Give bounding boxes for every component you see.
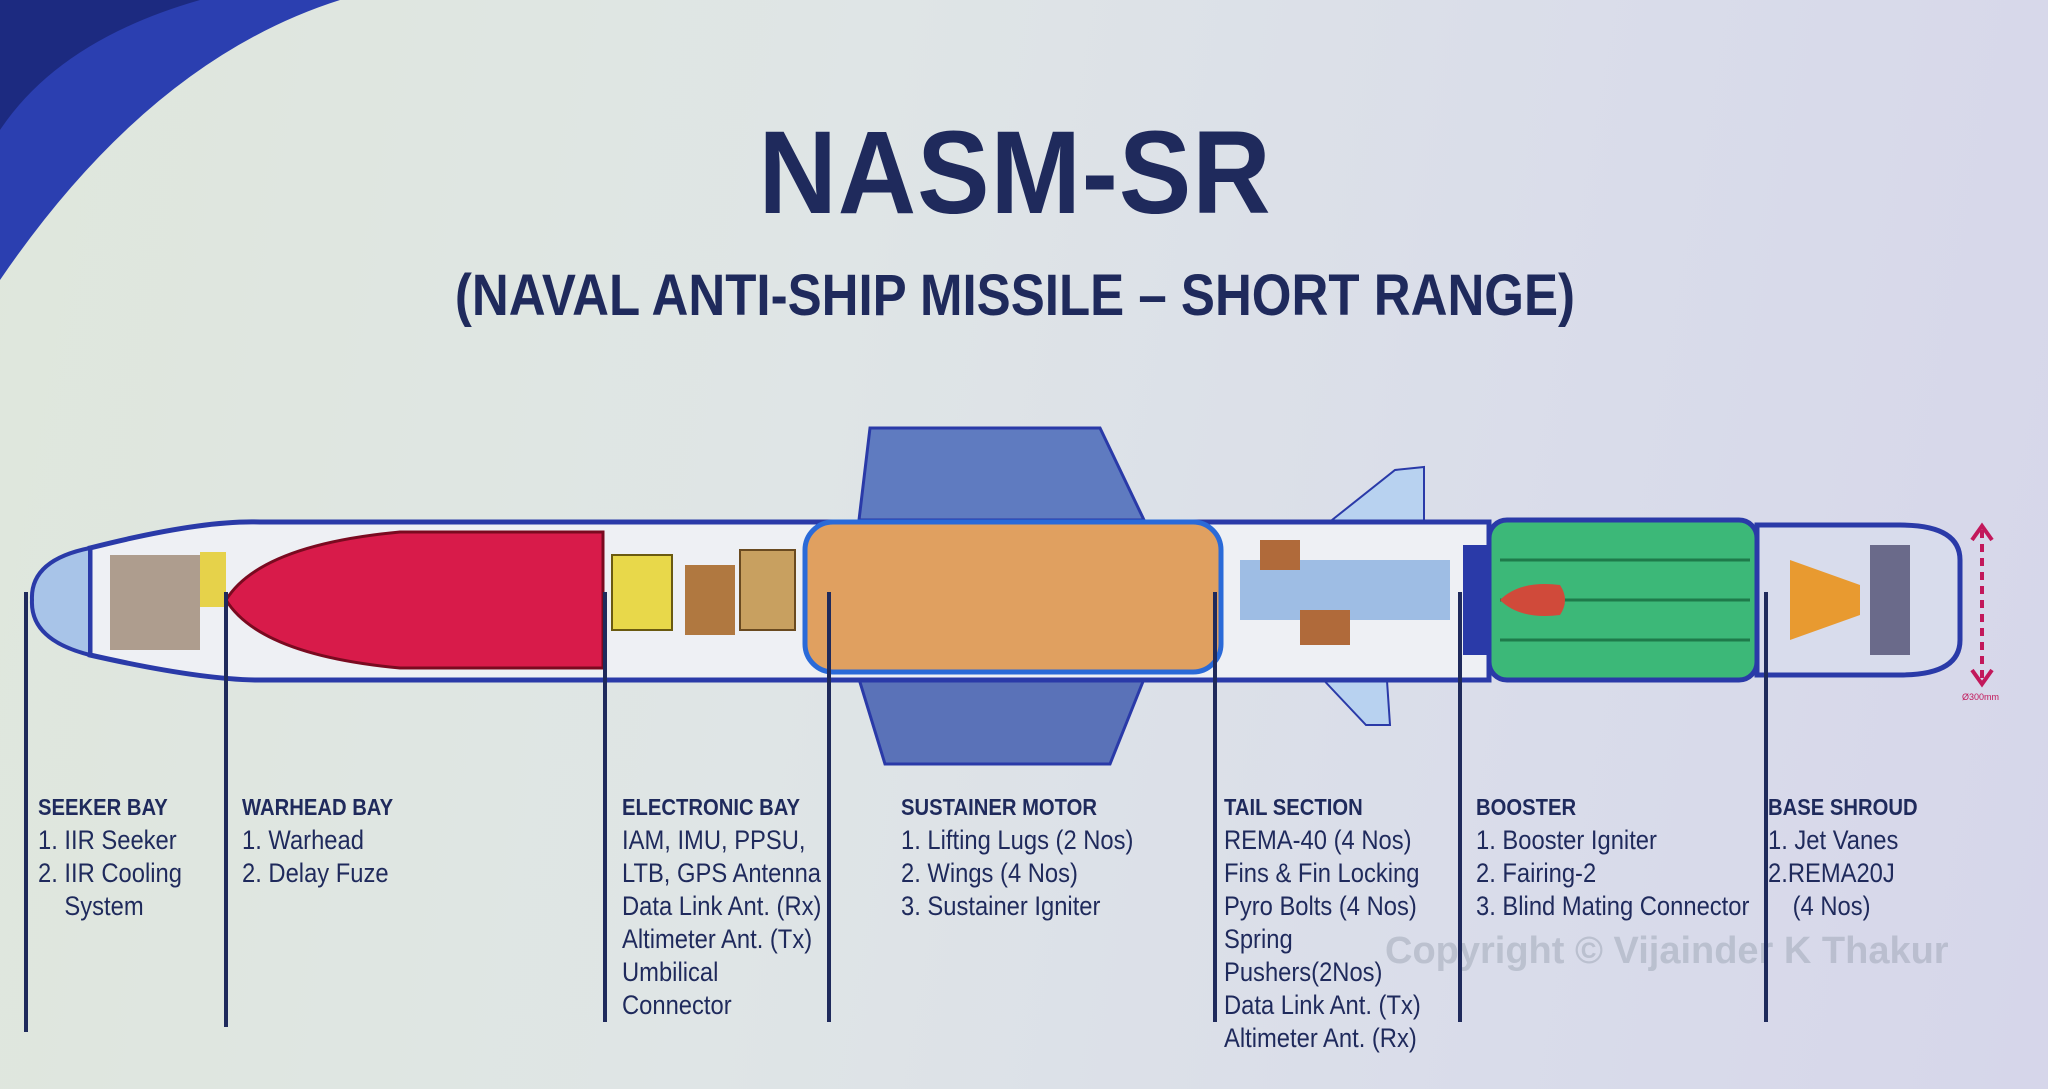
section-item: 2. Wings (4 Nos) [901, 858, 1078, 888]
section-seeker-bay: SEEKER BAY 1. IIR Seeker 2. IIR Cooling … [38, 792, 182, 923]
divider-line [827, 592, 831, 1022]
section-item: 1. Booster Igniter [1476, 825, 1657, 855]
section-heading: SEEKER BAY [38, 794, 168, 820]
section-item: Pushers(2Nos) [1224, 957, 1383, 987]
section-item: 3. Blind Mating Connector [1476, 891, 1750, 921]
section-tail-section: TAIL SECTION REMA-40 (4 Nos) Fins & Fin … [1224, 792, 1421, 1055]
section-item: Spring [1224, 924, 1293, 954]
section-base-shroud: BASE SHROUD 1. Jet Vanes 2.REMA20J (4 No… [1768, 792, 1918, 923]
divider-line [1458, 592, 1462, 1022]
section-heading: ELECTRONIC BAY [622, 794, 801, 820]
page-title: NASM-SR [758, 107, 1272, 239]
section-sustainer-motor: SUSTAINER MOTOR 1. Lifting Lugs (2 Nos) … [901, 792, 1133, 923]
section-heading: SUSTAINER MOTOR [901, 794, 1098, 820]
section-item: 1. Lifting Lugs (2 Nos) [901, 825, 1134, 855]
section-item: LTB, GPS Antenna [622, 858, 822, 888]
section-heading: BASE SHROUD [1768, 794, 1918, 820]
section-item: 2. Delay Fuze [242, 858, 389, 888]
divider-line [24, 592, 28, 1032]
blue-swoosh [0, 0, 340, 280]
divider-line [1764, 592, 1768, 1022]
section-item: 1. IIR Seeker [38, 825, 177, 855]
section-heading: TAIL SECTION [1224, 794, 1363, 820]
section-item: 1. Warhead [242, 825, 364, 855]
section-item: 2. IIR Cooling [38, 858, 182, 888]
section-item: (4 Nos) [1792, 891, 1871, 921]
watermark: Copyright © Vijainder K Thakur [1385, 930, 1949, 972]
section-heading: BOOSTER [1476, 794, 1577, 820]
section-warhead-bay: WARHEAD BAY 1. Warhead 2. Delay Fuze [242, 792, 393, 890]
divider-line [224, 592, 228, 1027]
section-item: Data Link Ant. (Tx) [1224, 990, 1421, 1020]
section-item: Altimeter Ant. (Rx) [1224, 1023, 1417, 1053]
section-item: IAM, IMU, PPSU, [622, 825, 806, 855]
seeker-dome [29, 545, 92, 658]
section-item: 2.REMA20J [1768, 858, 1895, 888]
section-electronic-bay: ELECTRONIC BAY IAM, IMU, PPSU, LTB, GPS … [622, 792, 821, 1022]
diameter-arrow [1970, 522, 1994, 688]
section-item: 3. Sustainer Igniter [901, 891, 1101, 921]
section-item: Umbilical [622, 957, 719, 987]
section-item: Data Link Ant. (Rx) [622, 891, 822, 921]
divider-line [1213, 592, 1217, 1022]
sustainer-motor [802, 519, 1224, 675]
section-item: System [64, 891, 144, 921]
section-item: 1. Jet Vanes [1768, 825, 1899, 855]
page-subtitle: (NAVAL ANTI-SHIP MISSILE – SHORT RANGE) [454, 263, 1576, 328]
section-item: Altimeter Ant. (Tx) [622, 924, 813, 954]
section-item: REMA-40 (4 Nos) [1224, 825, 1412, 855]
section-heading: WARHEAD BAY [242, 794, 394, 820]
divider-line [603, 592, 607, 1022]
section-item: Pyro Bolts (4 Nos) [1224, 891, 1417, 921]
section-item: 2. Fairing-2 [1476, 858, 1597, 888]
section-item: Fins & Fin Locking [1224, 858, 1420, 888]
diameter-label: Ø300mm [1962, 692, 2000, 702]
section-item: Connector [622, 990, 732, 1020]
section-booster: BOOSTER 1. Booster Igniter 2. Fairing-2 … [1476, 792, 1749, 923]
lower-wing [856, 677, 1147, 766]
upper-wing [857, 426, 1147, 522]
